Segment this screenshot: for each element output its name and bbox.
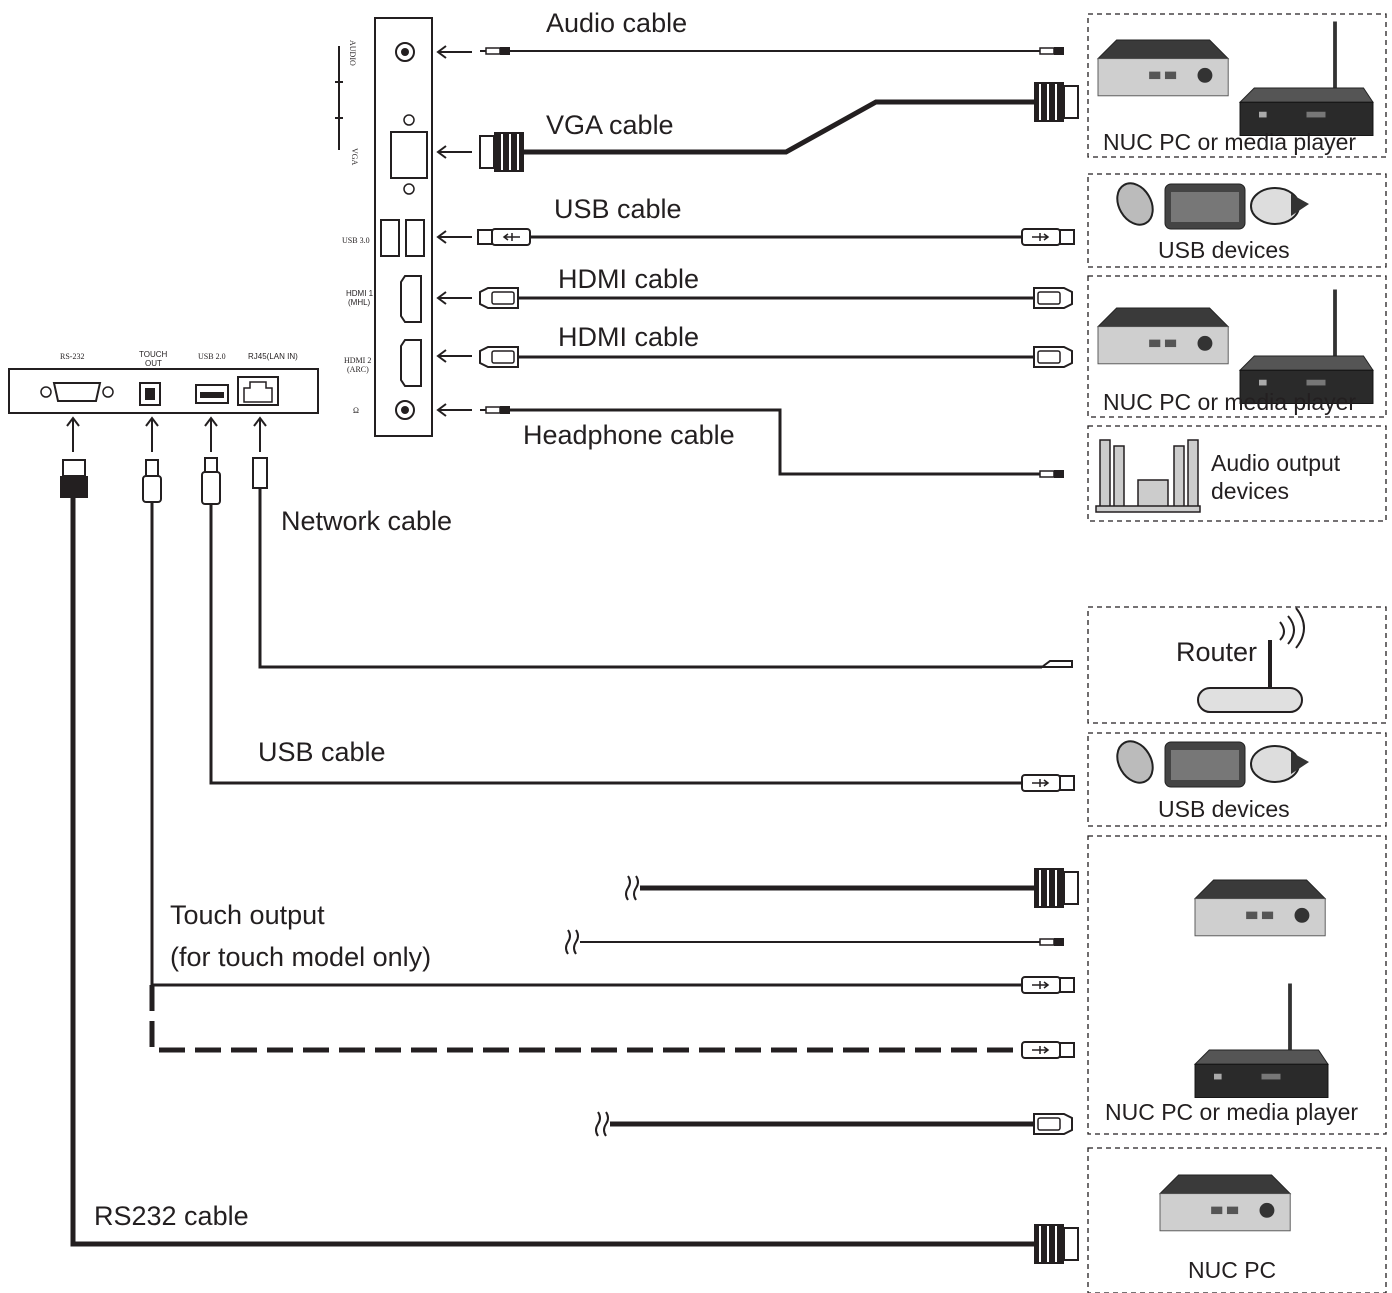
usb3-port-icon [380,219,425,257]
port-label-rj45: RJ45(LAN IN) [248,352,298,361]
hdmi1-port-icon [400,275,422,323]
touch-out-port-icon [139,382,161,406]
port-label-hdmi1-a: HDMI 1 [346,289,374,298]
device-label-router: Router [1176,637,1257,667]
vga-port-icon [390,114,428,195]
cable-label-headphone: Headphone cable [523,420,735,450]
device-box-usb-1: USB devices [1087,173,1387,268]
port-label-hdmi2-b: (ARC) [347,365,369,374]
cable-label-network: Network cable [281,506,452,536]
rj45-port-icon [237,376,279,406]
hdmi-cable-2 [479,346,1073,368]
touch-output-cable [149,502,1075,1059]
side-io-panel: Ω AUDIO VGA USB 3.0 HDMI 1 (MHL) HDMI 2 … [335,17,433,437]
headphone-cable [479,405,1065,479]
rs232-port-icon [40,382,114,402]
cable-label-touch-output: Touch output [170,900,325,930]
rear-plugs [60,457,268,505]
cable-label-rs232: RS232 cable [94,1201,249,1231]
audio-cable [479,46,1065,56]
cable-label-touch-model: (for touch model only) [170,942,431,972]
device-label-nuc-media-2: NUC PC or media player [1103,389,1356,415]
device-box-audio-output: Audio output devices [1087,425,1387,522]
device-box-router: Router [1087,606,1387,724]
device-label-nuc-media-3: NUC PC or media player [1105,1099,1358,1125]
panel-arrows [436,45,472,417]
port-label-hdmi1-b: (MHL) [348,298,371,307]
cable-label-hdmi-2: HDMI cable [558,322,699,352]
hdmi-cable-1 [479,287,1073,309]
rear-io-box: RS-232 TOUCH OUT USB 2.0 RJ45(LAN IN) [8,350,319,414]
device-label-usb-devices-2: USB devices [1158,796,1290,822]
port-label-rs232: RS-232 [60,352,84,361]
usb-cable-bottom [209,504,1075,792]
cable-label-audio: Audio cable [546,8,687,38]
device-box-nuc-pc: NUC PC [1087,1147,1387,1293]
vga-cable [479,81,1079,173]
hdmi2-port-icon [400,339,422,387]
port-label-audio: AUDIO [348,40,357,66]
speaker-system-icon [1095,439,1201,513]
port-label-touch-b: OUT [145,359,162,368]
rs232-cable [70,498,1079,1265]
device-label-audio-output-a: Audio output [1211,450,1341,476]
port-label-hdmi2-a: HDMI 2 [344,356,371,365]
device-label-nuc-pc: NUC PC [1188,1257,1276,1283]
usb2-port-icon [195,384,229,404]
router-icon [1197,607,1305,713]
device-box-nuc-media-3: NUC PC or media player [1087,835,1387,1135]
port-label-touch-a: TOUCH [139,350,168,359]
port-label-usb2: USB 2.0 [198,352,226,361]
vga-cable-broken [625,867,1079,909]
device-label-usb-devices-1: USB devices [1158,237,1290,263]
device-label-nuc-media-1: NUC PC or media player [1103,129,1356,155]
cable-label-hdmi-1: HDMI cable [558,264,699,294]
device-box-nuc-media-1: NUC PC or media player [1087,13,1387,158]
cable-label-usb-top: USB cable [554,194,682,224]
cable-label-vga: VGA cable [546,110,674,140]
audio-cable-broken [565,929,1065,955]
port-label-vga: VGA [350,148,359,166]
cable-label-usb-bottom: USB cable [258,737,386,767]
usb-cable-top [477,228,1075,246]
rear-arrows [66,416,267,452]
device-label-audio-output-b: devices [1211,478,1289,504]
network-cable [258,488,1073,669]
headphone-symbol: Ω [353,406,359,415]
port-label-usb3: USB 3.0 [342,236,370,245]
device-box-nuc-media-2: NUC PC or media player [1087,275,1387,418]
device-box-usb-2: USB devices [1087,732,1387,827]
hdmi-cable-broken [595,1111,1073,1137]
